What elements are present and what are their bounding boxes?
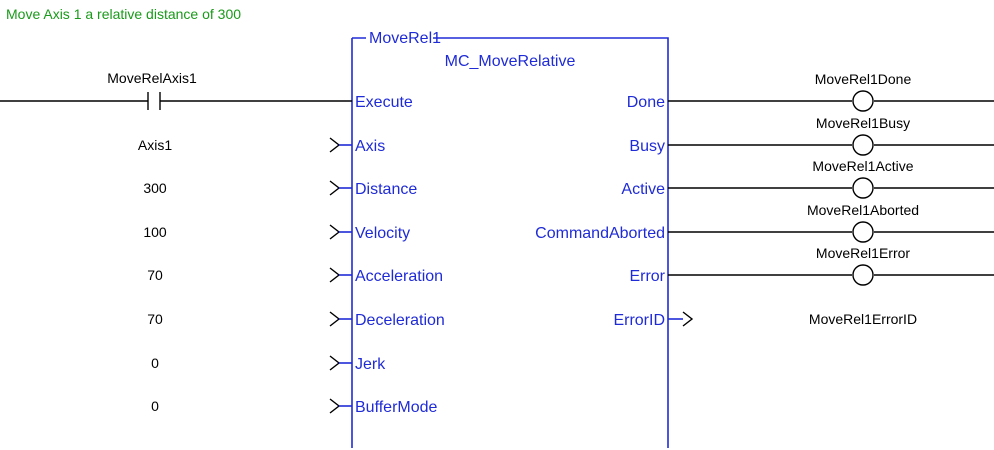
coil-variable-label[interactable]: MoveRel1Active <box>812 158 913 174</box>
input-value-axis[interactable]: Axis1 <box>138 137 172 153</box>
input-pin-velocity[interactable]: Velocity <box>355 225 410 242</box>
input-pin-execute[interactable]: Execute <box>355 94 413 111</box>
coil-symbol[interactable] <box>852 177 874 199</box>
coil-symbol[interactable] <box>852 90 874 112</box>
input-value-distance[interactable]: 300 <box>143 180 167 196</box>
output-pin-error[interactable]: Error <box>629 268 665 285</box>
input-value-acceleration[interactable]: 70 <box>147 267 163 283</box>
block-function-name: MC_MoveRelative <box>445 53 576 70</box>
input-value-jerk[interactable]: 0 <box>151 355 159 371</box>
input-connector-arrow <box>329 180 341 196</box>
input-value-velocity[interactable]: 100 <box>143 224 167 240</box>
output-connector-arrow <box>682 311 694 327</box>
coil-symbol[interactable] <box>852 134 874 156</box>
output-pin-commandaborted[interactable]: CommandAborted <box>535 225 665 242</box>
coil-symbol[interactable] <box>852 221 874 243</box>
coil-symbol[interactable] <box>852 264 874 286</box>
input-connector-arrow <box>329 311 341 327</box>
output-pins: DoneMoveRel1DoneBusyMoveRel1BusyActiveMo… <box>535 71 994 329</box>
output-pin-done[interactable]: Done <box>627 94 665 111</box>
contact-variable-label[interactable]: MoveRelAxis1 <box>107 70 197 86</box>
coil-variable-label[interactable]: MoveRel1Busy <box>816 115 910 131</box>
rung-comment: Move Axis 1 a relative distance of 300 <box>6 6 241 22</box>
coil-variable-label[interactable]: MoveRel1Error <box>816 245 910 261</box>
output-pin-active[interactable]: Active <box>621 181 665 198</box>
input-connector-arrow <box>329 267 341 283</box>
input-value-buffermode[interactable]: 0 <box>151 398 159 414</box>
input-pin-jerk[interactable]: Jerk <box>355 356 386 373</box>
input-value-deceleration[interactable]: 70 <box>147 311 163 327</box>
input-connector-arrow <box>329 137 341 153</box>
coil-variable-label[interactable]: MoveRel1Done <box>815 71 912 87</box>
function-block-box[interactable] <box>351 37 669 448</box>
input-pin-deceleration[interactable]: Deceleration <box>355 312 445 329</box>
input-pin-buffermode[interactable]: BufferMode <box>355 399 438 416</box>
output-pin-busy[interactable]: Busy <box>629 138 665 155</box>
input-connector-arrow <box>329 355 341 371</box>
input-connector-arrow <box>329 398 341 414</box>
input-pin-acceleration[interactable]: Acceleration <box>355 268 443 285</box>
output-pin-errorid[interactable]: ErrorID <box>613 312 665 329</box>
input-connector-arrow <box>329 224 341 240</box>
input-pin-axis[interactable]: Axis <box>355 138 385 155</box>
coil-variable-label[interactable]: MoveRel1Aborted <box>807 202 919 218</box>
output-value-errorid[interactable]: MoveRel1ErrorID <box>809 311 917 327</box>
block-instance-name[interactable]: MoveRel1 <box>369 30 441 47</box>
input-pin-distance[interactable]: Distance <box>355 181 417 198</box>
